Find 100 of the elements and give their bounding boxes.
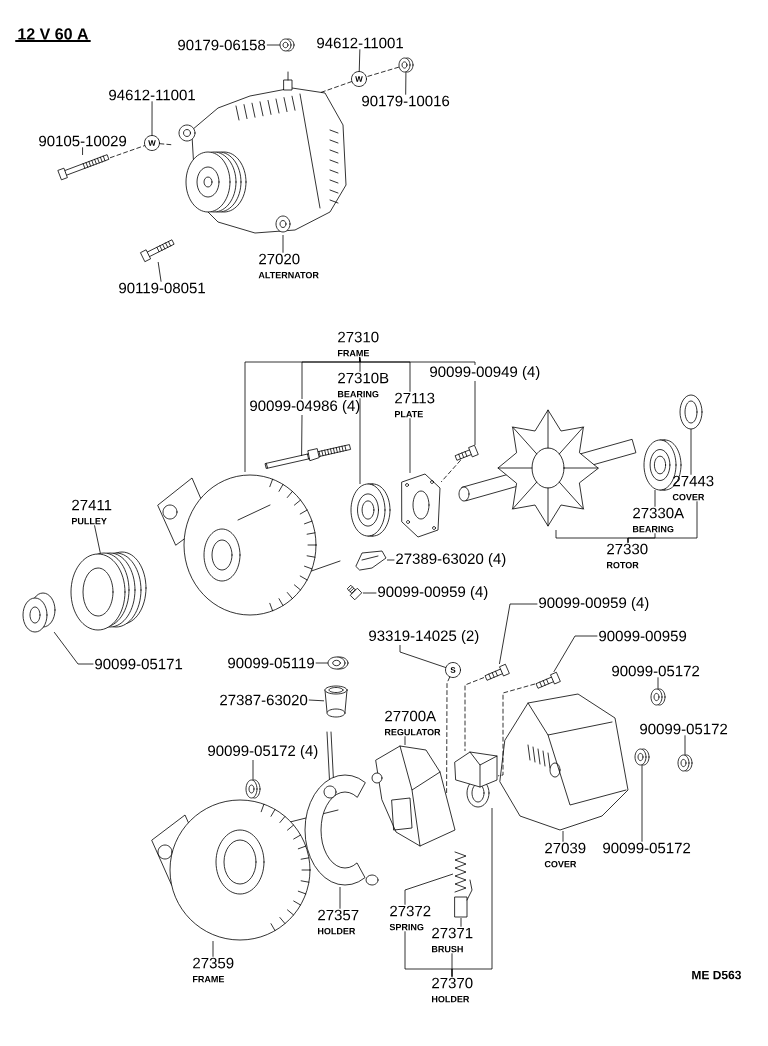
bolt-drawing <box>454 445 479 461</box>
leader-line <box>499 603 538 664</box>
part-number: 90099-00959 (4) <box>539 597 649 611</box>
regulator-drawing <box>371 745 456 847</box>
leader-line <box>282 235 284 253</box>
part-number: 90099-00959 <box>599 630 687 642</box>
screw-drawing <box>346 584 362 600</box>
part-number: 94612-11001 <box>109 89 195 101</box>
bearing-drawing <box>350 483 391 537</box>
part-number: 27359 FRAME <box>193 957 234 983</box>
leader-line <box>359 357 476 365</box>
nut-drawing <box>398 57 414 73</box>
part-number: 90119-08051 <box>119 282 205 294</box>
nut-drawing <box>279 38 295 52</box>
bolt-drawing <box>140 239 175 262</box>
part-number: 27443 COVER <box>672 475 714 501</box>
heading: 12 V 60 A <box>15 28 91 43</box>
leader-line <box>409 418 411 473</box>
leader-line <box>266 44 280 46</box>
spring-drawing <box>454 851 467 893</box>
plate-drawing <box>401 473 441 538</box>
pulley-drawing <box>70 551 147 631</box>
leader-line <box>212 941 214 957</box>
leader-line <box>399 645 446 668</box>
part-number: 27310B BEARING <box>338 372 389 398</box>
nut-drawing <box>22 592 56 633</box>
frame-drawing <box>157 474 341 616</box>
part-number: 27700A REGULATOR <box>385 710 441 736</box>
dashed-guide-line <box>441 460 461 483</box>
part-number: 90099-00949 (4) <box>430 366 540 380</box>
clip-drawing <box>355 550 387 571</box>
brush-drawing <box>454 879 473 918</box>
brush-holder-drawing <box>454 751 498 808</box>
leader-line <box>405 72 407 95</box>
part-number: 90105-10029 <box>39 135 127 147</box>
leader-line <box>460 918 462 927</box>
part-number: 90099-05172 <box>640 723 728 735</box>
cover-ring-drawing <box>679 394 703 430</box>
dashed-guide-line <box>110 145 145 159</box>
leader-line <box>359 357 361 372</box>
leader-line <box>657 677 659 689</box>
part-number: 90099-05172 (4) <box>208 745 318 759</box>
leader-line <box>301 415 303 456</box>
leader-line <box>252 760 254 780</box>
leader-line <box>94 525 101 553</box>
part-number: 27113 PLATE <box>395 392 435 418</box>
part-number: 94612-11001 <box>317 37 403 49</box>
part-number: 90179-06158 <box>178 39 266 51</box>
drawing-code: ME D563 <box>692 970 741 980</box>
part-number: 27387-63020 <box>220 694 308 706</box>
leader-line <box>562 831 564 842</box>
leader-line <box>627 501 698 543</box>
part-number: 27039 COVER <box>544 842 586 868</box>
part-number: 90099-05171 <box>95 658 183 670</box>
leader-line <box>157 262 162 282</box>
leader-line <box>474 381 476 445</box>
leader-line <box>404 873 453 905</box>
part-number: 27370 HOLDER <box>432 977 473 1003</box>
part-number: 93319-14025 (2) <box>369 630 479 644</box>
leader-line <box>82 147 83 155</box>
leader-line <box>308 699 324 702</box>
leader-line <box>641 765 643 842</box>
nut-drawing <box>650 688 666 706</box>
part-number: 90099-05119 <box>228 657 314 669</box>
leader-line <box>339 887 341 909</box>
dashed-guide-line <box>159 143 172 146</box>
nut-drawing <box>245 779 261 799</box>
leader-line <box>363 592 377 594</box>
leader-line <box>358 49 361 72</box>
leader-line <box>654 490 656 507</box>
nut-drawing <box>327 656 349 670</box>
bolt-drawing <box>535 672 561 689</box>
leader-line <box>359 398 361 484</box>
leader-line <box>451 808 493 977</box>
part-number: 90099-05172 <box>603 842 691 854</box>
nut-drawing <box>634 748 650 766</box>
part-number: 27357 HOLDER <box>318 909 359 935</box>
leader-line <box>387 559 395 561</box>
leader-line <box>315 662 328 664</box>
part-number: 27372 SPRING <box>389 905 431 931</box>
part-number: 90099-05172 <box>612 665 700 677</box>
part-number: 27371 BRUSH <box>432 927 473 953</box>
part-number: 27330A BEARING <box>633 507 685 533</box>
leader-line <box>553 635 598 672</box>
dashed-guide-line <box>320 81 352 93</box>
part-number: 27020 ALTERNATOR <box>258 253 319 279</box>
dashed-guide-line <box>464 677 484 751</box>
leader-line <box>151 101 153 136</box>
part-number: 90099-04986 (4) <box>250 400 360 414</box>
part-number: 90099-00959 (4) <box>378 586 488 600</box>
stud-bolt-drawing <box>265 444 351 469</box>
leader-line <box>690 429 692 475</box>
dashed-guide-line <box>498 683 535 777</box>
part-number: 27330 ROTOR <box>607 543 648 569</box>
part-number: 27411 PULLEY <box>72 499 112 525</box>
bolt-drawing <box>57 154 110 181</box>
leader-line <box>404 736 406 745</box>
bolt-drawing <box>484 664 510 681</box>
part-number: 27310 FRAME <box>338 331 379 357</box>
insulator-drawing <box>324 685 348 718</box>
